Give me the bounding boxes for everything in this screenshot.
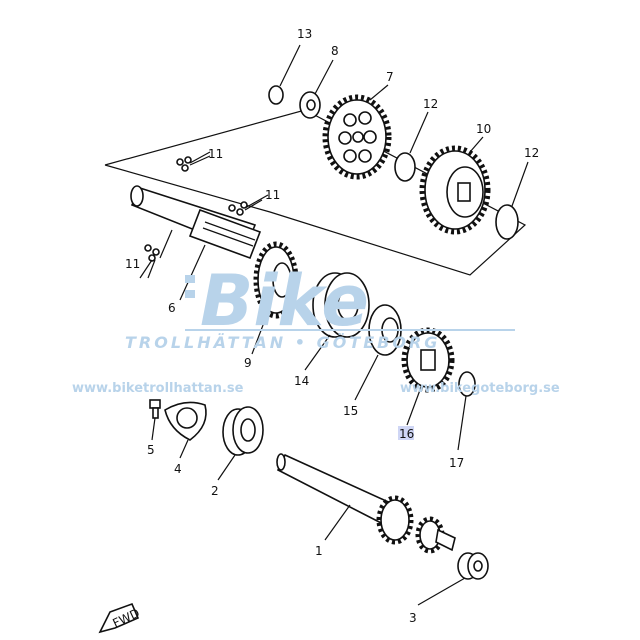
fwd-arrow-icon: FWD bbox=[98, 602, 142, 634]
leader-line bbox=[314, 59, 334, 95]
leader-line bbox=[369, 84, 389, 101]
part-17-lock-washer bbox=[458, 371, 476, 397]
part-9-gear bbox=[253, 241, 299, 319]
leader-line bbox=[151, 417, 156, 441]
leader-line bbox=[324, 504, 351, 541]
watermark-tagline: TROLLHÄTTAN • GÖTEBORG bbox=[125, 333, 440, 352]
label-6[interactable]: 6 bbox=[168, 301, 176, 315]
part-4-retainer-plate bbox=[164, 401, 207, 441]
leader-line bbox=[469, 136, 484, 153]
leader-line bbox=[457, 395, 467, 451]
leader-line bbox=[251, 311, 269, 355]
label-14[interactable]: 14 bbox=[294, 374, 309, 388]
watermark-url-left: www.biketrollhattan.se bbox=[72, 381, 244, 396]
label-2[interactable]: 2 bbox=[211, 484, 219, 498]
leader-line bbox=[417, 577, 466, 606]
label-7[interactable]: 7 bbox=[386, 70, 394, 84]
leader-line bbox=[409, 111, 429, 154]
label-15[interactable]: 15 bbox=[343, 404, 358, 418]
part-1-main-axle bbox=[276, 453, 456, 554]
leader-line bbox=[217, 454, 236, 481]
watermark: Bike TROLLHÄTTAN • GÖTEBORG www.biketrol… bbox=[72, 260, 560, 396]
label-17[interactable]: 17 bbox=[449, 456, 464, 470]
part-5-bolt bbox=[149, 399, 161, 419]
part-12-circlip bbox=[394, 152, 416, 182]
label-3[interactable]: 3 bbox=[409, 611, 417, 625]
label-8[interactable]: 8 bbox=[331, 44, 339, 58]
part-2-bearing bbox=[222, 406, 264, 456]
label-11[interactable]: 11 bbox=[265, 188, 280, 202]
part-6-shaft bbox=[130, 185, 262, 260]
leader-line bbox=[279, 44, 301, 87]
leader-line bbox=[354, 354, 379, 401]
highlight-box bbox=[398, 426, 414, 440]
leader-line bbox=[406, 389, 421, 426]
label-5[interactable]: 5 bbox=[147, 443, 155, 457]
leader-line bbox=[511, 161, 529, 207]
part-7-gear bbox=[322, 94, 392, 180]
part-14-bearing bbox=[312, 272, 370, 338]
part-10-gear bbox=[419, 145, 491, 235]
label-4[interactable]: 4 bbox=[174, 462, 182, 476]
label-12[interactable]: 12 bbox=[524, 146, 539, 160]
part-8-washer bbox=[299, 91, 321, 119]
label-11[interactable]: 11 bbox=[208, 147, 223, 161]
part-3-collar bbox=[457, 552, 489, 580]
watermark-brand: Bike bbox=[200, 260, 369, 342]
label-1[interactable]: 1 bbox=[315, 544, 323, 558]
part-11-pins bbox=[139, 151, 269, 279]
label-13[interactable]: 13 bbox=[297, 27, 312, 41]
leader-line bbox=[179, 244, 206, 301]
watermark-url-right: www.bikegoteborg.se bbox=[400, 381, 560, 396]
leader-line bbox=[304, 334, 331, 371]
label-12[interactable]: 12 bbox=[423, 97, 438, 111]
part-13-circlip bbox=[268, 85, 284, 105]
label-11[interactable]: 11 bbox=[125, 257, 140, 271]
label-16[interactable]: 16 bbox=[399, 427, 414, 441]
part-12-circlip bbox=[495, 204, 519, 240]
label-9[interactable]: 9 bbox=[244, 356, 252, 370]
leader-line bbox=[179, 439, 189, 459]
label-10[interactable]: 10 bbox=[476, 122, 491, 136]
